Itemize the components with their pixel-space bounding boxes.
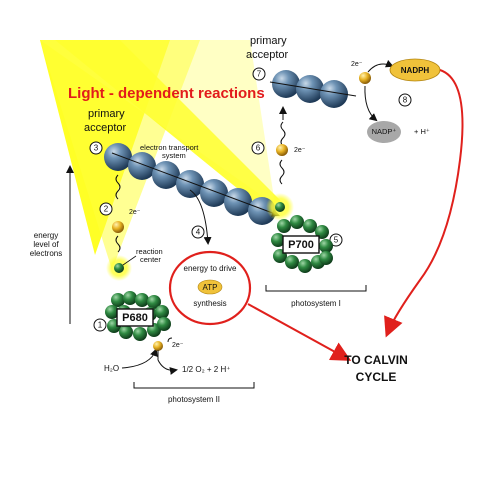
etc-label-a: electron transport	[140, 143, 199, 152]
reaction-center	[106, 255, 137, 281]
p680-cluster: P680	[105, 291, 171, 341]
e-minus-label-6: 2e⁻	[294, 147, 306, 154]
energy-axis-label-3: electrons	[30, 249, 62, 258]
nadph-label: NADPH	[401, 66, 430, 75]
step-3: 3	[94, 144, 99, 153]
etc-ball-2	[128, 152, 156, 180]
reaction-center-label-b: center	[140, 255, 161, 264]
atp-label: ATP	[203, 283, 218, 292]
nadph-product: NADPH	[389, 58, 441, 82]
energy-axis-label-1: energy	[34, 231, 58, 240]
h-plus-label: + H⁺	[414, 127, 430, 136]
photosystem-i-label: photosystem I	[291, 299, 341, 308]
step-markers: 3 2 1 4 5 6 7 8	[89, 67, 412, 332]
h2o-label: H₂O	[104, 364, 119, 373]
energy-to-drive-label: energy to drive	[184, 264, 237, 273]
step-4: 4	[196, 228, 201, 237]
synthesis-label: synthesis	[193, 299, 226, 308]
atp-to-calvin-arrow	[247, 303, 352, 361]
step-8: 8	[403, 96, 408, 105]
primary-acceptor-1-label-a: primary	[88, 108, 125, 120]
nadph-to-calvin-arrow	[384, 69, 464, 338]
psii-carrier	[112, 221, 124, 233]
diagram-title: Light - dependent reactions	[68, 85, 265, 102]
etc-ball-3	[152, 161, 180, 189]
etc-ball-6	[224, 188, 252, 216]
psi-acceptor-chain	[269, 59, 394, 122]
p680-label: P680	[122, 312, 148, 324]
water-splitting	[121, 337, 178, 375]
energy-arrow	[189, 189, 212, 245]
energy-axis: energy level of electrons	[30, 165, 74, 324]
step-7: 7	[257, 70, 262, 79]
calvin-label-b: CYCLE	[356, 370, 397, 384]
energy-axis-label-2: level of	[33, 240, 59, 249]
photosystem-ii-label: photosystem II	[168, 395, 220, 404]
primary-acceptor-1-label-b: acceptor	[84, 122, 127, 134]
nadp-label: NADP⁺	[372, 127, 397, 136]
step-2: 2	[104, 205, 109, 214]
primary-acceptor-2-label-a: primary	[250, 35, 287, 47]
psii-electron-path	[112, 174, 124, 253]
calvin-label-a: TO CALVIN	[344, 353, 408, 367]
p700-label: P700	[288, 239, 314, 251]
p700-box	[282, 235, 320, 254]
psi-ball-3	[320, 80, 348, 108]
p680-box	[116, 308, 154, 327]
reaction-center-label-a: reaction	[136, 247, 163, 256]
primary-acceptor-2-label-b: acceptor	[246, 49, 289, 61]
water-carrier	[153, 341, 163, 351]
e-minus-label-2: 2e⁻	[129, 209, 141, 216]
etc-label-b: system	[162, 151, 186, 160]
e-minus-label-7: 2e⁻	[351, 61, 363, 68]
psi-electron-path	[276, 106, 288, 185]
psii-bracket	[133, 382, 255, 389]
water-products-label: 1/2 O₂ + 2 H⁺	[182, 365, 230, 374]
electron-transport-chain	[104, 143, 280, 225]
step-5: 5	[334, 236, 339, 245]
ferredoxin-carrier	[359, 72, 371, 84]
psi-bracket	[265, 285, 367, 292]
step-6: 6	[256, 144, 261, 153]
psi-ball-1	[272, 70, 300, 98]
etc-ball-1	[104, 143, 132, 171]
p700-reaction-center	[266, 193, 294, 221]
atp-synthesis: energy to drive ATP synthesis	[168, 250, 252, 326]
nadp-reactant: NADP⁺ + H⁺	[367, 121, 430, 143]
p700-cluster: P700	[271, 215, 333, 273]
e-minus-label-1: 2e⁻	[172, 342, 184, 349]
etc-ball-4	[176, 170, 204, 198]
psi-carrier	[276, 144, 288, 156]
etc-ball-5	[200, 179, 228, 207]
step-1: 1	[98, 321, 103, 330]
